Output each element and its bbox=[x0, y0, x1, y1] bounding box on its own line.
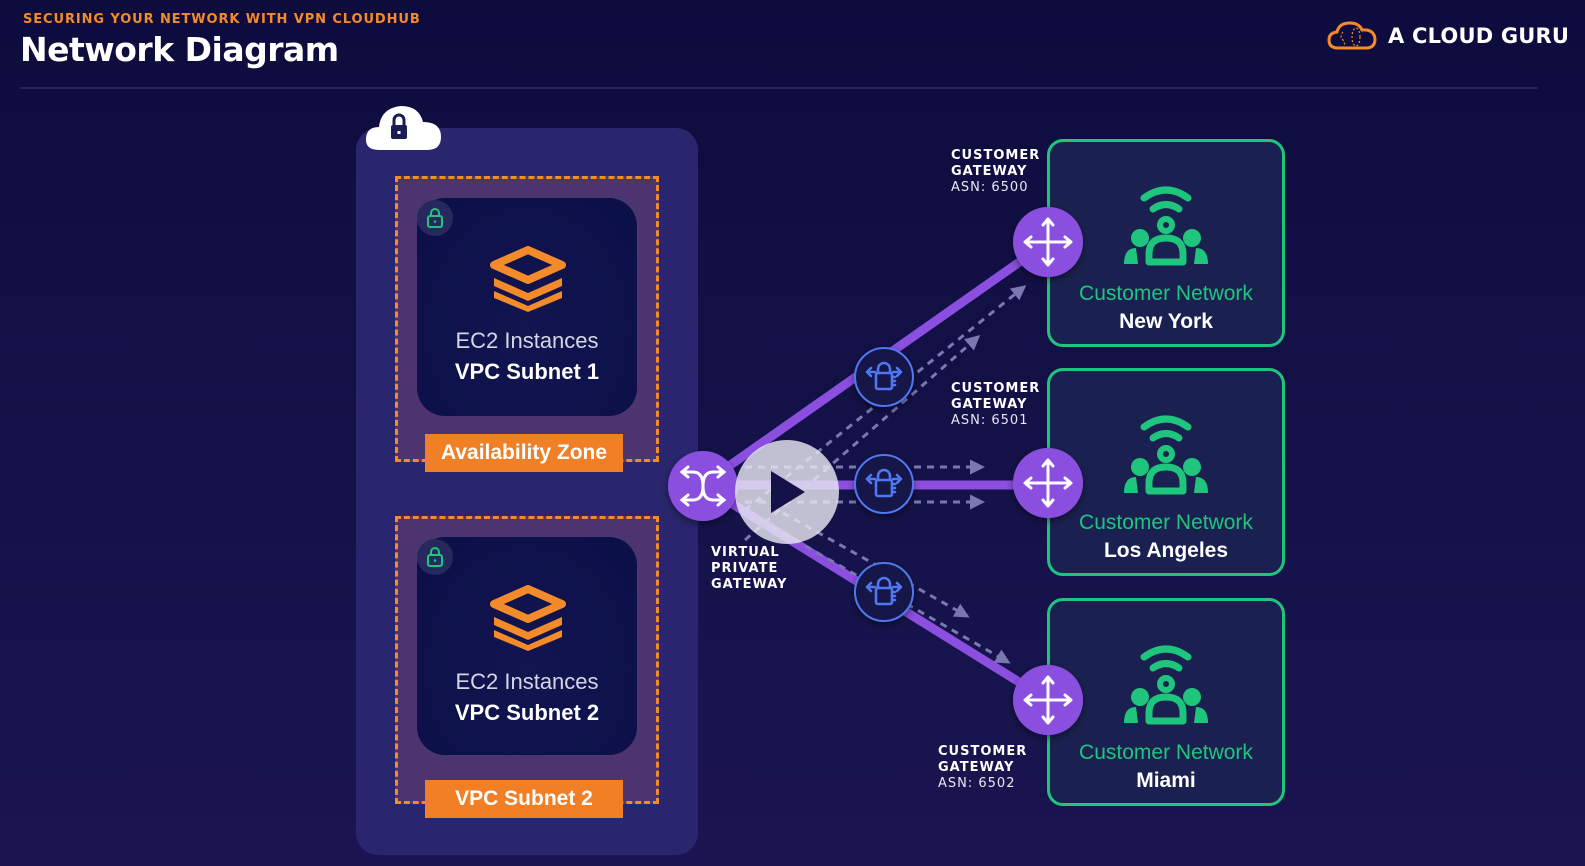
virtual-private-gateway-label: VIRTUAL PRIVATE GATEWAY bbox=[711, 545, 787, 593]
vpn-connection-2[interactable] bbox=[854, 454, 914, 514]
lock-icon bbox=[427, 208, 443, 228]
crossed-arrows-icon bbox=[679, 465, 727, 507]
customer-network-city: Miami bbox=[1136, 769, 1196, 792]
customer-gateway-1[interactable] bbox=[1013, 207, 1083, 277]
cloud-logo-icon bbox=[1327, 21, 1377, 50]
gateway-asn: ASN: 6500 bbox=[951, 180, 1029, 195]
traffic-arrow bbox=[759, 518, 1011, 664]
gateway-title-line2: GATEWAY bbox=[951, 397, 1028, 412]
brand-name: A CLOUD GURU bbox=[1388, 24, 1570, 48]
customer-gateway-label: CUSTOMER GATEWAY ASN: 6501 bbox=[951, 381, 1040, 429]
lock-icon bbox=[427, 547, 443, 567]
card-line-1: EC2 Instances bbox=[455, 328, 599, 353]
four-way-arrows-icon bbox=[1023, 217, 1073, 267]
play-icon bbox=[771, 471, 805, 513]
subnet-zone-label: VPC Subnet 2 bbox=[425, 780, 623, 818]
vpn-lock-icon bbox=[865, 576, 903, 606]
vpg-label-line: GATEWAY bbox=[711, 577, 788, 592]
header-divider bbox=[20, 87, 1538, 89]
lock-badge bbox=[417, 200, 453, 236]
subnet-card-1: EC2 Instances VPC Subnet 1 bbox=[417, 198, 637, 416]
customer-network-label: Customer Network bbox=[1079, 282, 1253, 305]
vpn-lock-icon bbox=[865, 361, 903, 391]
customer-network-label: Customer Network bbox=[1079, 741, 1253, 764]
gateway-title-line1: CUSTOMER bbox=[951, 148, 1041, 163]
network-users-icon bbox=[1124, 415, 1208, 495]
subnet-card-2: EC2 Instances VPC Subnet 2 bbox=[417, 537, 637, 755]
customer-network-new-york: Customer Network New York bbox=[1047, 139, 1285, 347]
gateway-title-line2: GATEWAY bbox=[938, 760, 1015, 775]
lock-badge bbox=[417, 539, 453, 575]
customer-network-city: Los Angeles bbox=[1103, 539, 1229, 562]
customer-network-label: Customer Network bbox=[1079, 511, 1253, 534]
gateway-asn: ASN: 6502 bbox=[938, 776, 1016, 791]
gateway-asn: ASN: 6501 bbox=[951, 413, 1029, 428]
customer-network-miami: Customer Network Miami bbox=[1047, 598, 1285, 806]
network-users-icon bbox=[1124, 186, 1208, 266]
section-subtitle: SECURING YOUR NETWORK WITH VPN CLOUDHUB bbox=[23, 12, 421, 27]
brand-logo: A CLOUD GURU bbox=[1326, 20, 1569, 52]
customer-gateway-3[interactable] bbox=[1013, 665, 1083, 735]
virtual-private-gateway[interactable] bbox=[668, 451, 738, 521]
card-line-1: EC2 Instances bbox=[455, 669, 599, 694]
video-play-button[interactable] bbox=[735, 440, 839, 544]
cloud-lock-icon bbox=[365, 106, 441, 150]
customer-network-city: New York bbox=[1119, 310, 1213, 333]
vpn-lock-icon bbox=[865, 468, 903, 498]
customer-gateway-2[interactable] bbox=[1013, 448, 1083, 518]
vpn-connection-1[interactable] bbox=[854, 347, 914, 407]
network-users-icon bbox=[1124, 645, 1208, 725]
ec2-stack-icon bbox=[490, 585, 566, 651]
ec2-stack-icon bbox=[490, 246, 566, 312]
card-line-2: VPC Subnet 1 bbox=[454, 359, 600, 384]
customer-gateway-label: CUSTOMER GATEWAY ASN: 6502 bbox=[938, 744, 1027, 792]
availability-zone-label: Availability Zone bbox=[425, 434, 623, 472]
customer-network-los-angeles: Customer Network Los Angeles bbox=[1047, 368, 1285, 576]
vpg-label-line: PRIVATE bbox=[711, 561, 779, 576]
card-line-2: VPC Subnet 2 bbox=[454, 700, 600, 725]
four-way-arrows-icon bbox=[1023, 458, 1073, 508]
gateway-title-line1: CUSTOMER bbox=[951, 381, 1041, 396]
vpn-connection-3[interactable] bbox=[854, 562, 914, 622]
vpg-label-line: VIRTUAL bbox=[711, 545, 780, 560]
four-way-arrows-icon bbox=[1023, 675, 1073, 725]
gateway-title-line2: GATEWAY bbox=[951, 164, 1028, 179]
gateway-title-line1: CUSTOMER bbox=[938, 744, 1028, 759]
page-title: Network Diagram bbox=[20, 30, 339, 69]
customer-gateway-label: CUSTOMER GATEWAY ASN: 6500 bbox=[951, 148, 1040, 196]
